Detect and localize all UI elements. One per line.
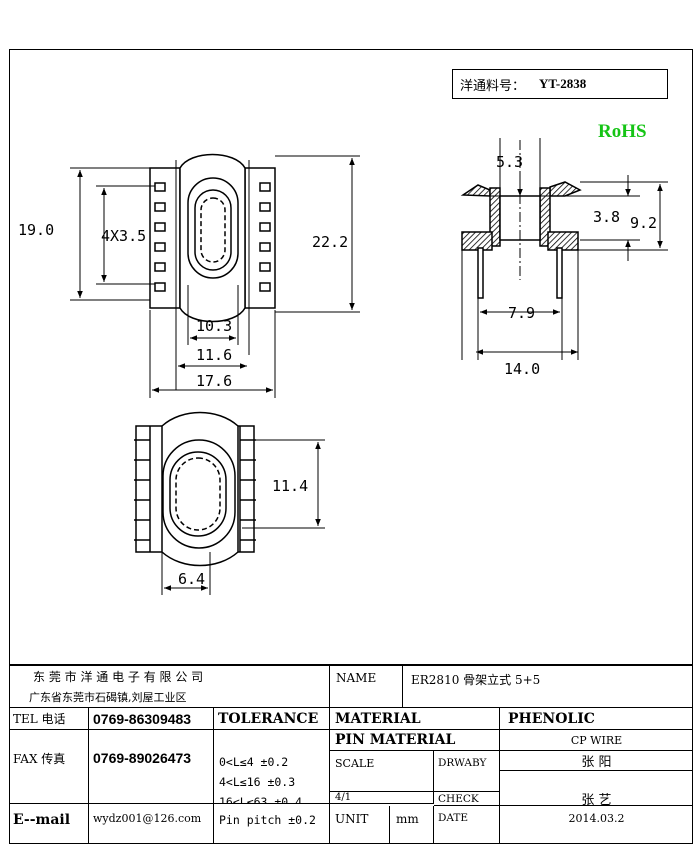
front-view-dimensions	[70, 155, 360, 398]
dim-22-2: 22.2	[312, 233, 348, 251]
check-label: CHECK	[434, 792, 500, 806]
left-pins	[154, 182, 166, 292]
dim-5-3: 5.3	[496, 153, 523, 171]
dim-17-6: 17.6	[196, 372, 232, 390]
rohs-mark: RoHS	[598, 121, 647, 142]
tolerance-range-2: 4<L≤16 ±0.3	[219, 775, 296, 789]
tolerance-label: TOLERANCE	[214, 708, 330, 730]
scale-label: SCALE	[330, 751, 434, 792]
tel-label: TEL 电话	[9, 708, 89, 730]
tolerance-list: 0<L≤4 ±0.2 4<L≤16 ±0.3 16<L≤63 ±0.4	[214, 730, 330, 804]
part-number-label: 洋通料号：	[460, 78, 526, 94]
front-view	[149, 153, 276, 390]
dim-7-9: 7.9	[508, 304, 535, 322]
tolerance-range-3: 16<L≤63 ±0.4	[219, 795, 303, 804]
material-label: MATERIAL	[330, 708, 500, 730]
unit-value: mm	[390, 806, 434, 844]
date-value: 2014.03.2	[568, 812, 625, 825]
core-hidden-line	[200, 197, 226, 263]
date-label: DATE	[434, 806, 500, 844]
dim-3-8: 3.8	[593, 208, 620, 226]
pin-material-value: CP WIRE	[500, 730, 693, 751]
core-window-outer	[187, 177, 239, 279]
tolerance-range-1: 0<L≤4 ±0.2	[219, 755, 289, 769]
scale-value: 4/1	[330, 792, 434, 804]
dim-11-6: 11.6	[196, 346, 232, 364]
dim-4x3-5: 4X3.5	[101, 227, 146, 245]
dim-14-0: 14.0	[504, 360, 540, 378]
side-view	[460, 140, 582, 299]
name-label: NAME	[330, 665, 403, 708]
drawby-value: 张 阳	[500, 751, 693, 771]
dim-11-4: 11.4	[272, 477, 308, 495]
dim-19-0: 19.0	[18, 221, 54, 239]
core-window-inner	[194, 189, 232, 271]
bottom-view-dimensions	[161, 439, 325, 595]
right-pins	[259, 182, 271, 292]
dim-6-4: 6.4	[178, 570, 205, 588]
company-name: 东 莞 市 洋 通 电 子 有 限 公 司	[33, 669, 204, 684]
tel-value: 0769-86309483	[89, 708, 214, 730]
name-value: ER2810 骨架立式 5+5	[403, 665, 693, 708]
dim-9-2: 9.2	[630, 214, 657, 232]
side-view-dimensions	[461, 138, 668, 360]
check-value: 张 艺	[500, 792, 693, 806]
part-number-box: 洋通料号： YT-2838	[452, 69, 668, 99]
email-value: wydz001@126.com	[89, 804, 214, 844]
title-block: 东 莞 市 洋 通 电 子 有 限 公 司 广东省东莞市石碣镇,刘屋工业区 NA…	[9, 664, 693, 844]
bottom-view	[134, 411, 256, 567]
fax-value: 0769-89026473	[89, 730, 214, 804]
bobbin-body	[179, 153, 246, 323]
company-cell: 东 莞 市 洋 通 电 子 有 限 公 司 广东省东莞市石碣镇,刘屋工业区	[9, 665, 330, 708]
tolerance-range-4: Pin pitch ±0.2	[214, 804, 330, 844]
part-number-value: YT-2838	[539, 76, 587, 91]
unit-label: UNIT	[330, 806, 390, 844]
pin-material-label: PIN MATERIAL	[330, 730, 500, 751]
fax-label: FAX 传真	[9, 730, 89, 804]
drawby-label: DRWABY	[434, 751, 500, 792]
company-address: 广东省东莞市石碣镇,刘屋工业区	[29, 690, 187, 704]
material-value: PHENOLIC	[500, 708, 693, 730]
dim-10-3: 10.3	[196, 317, 232, 335]
email-label: E--mail	[9, 804, 89, 844]
